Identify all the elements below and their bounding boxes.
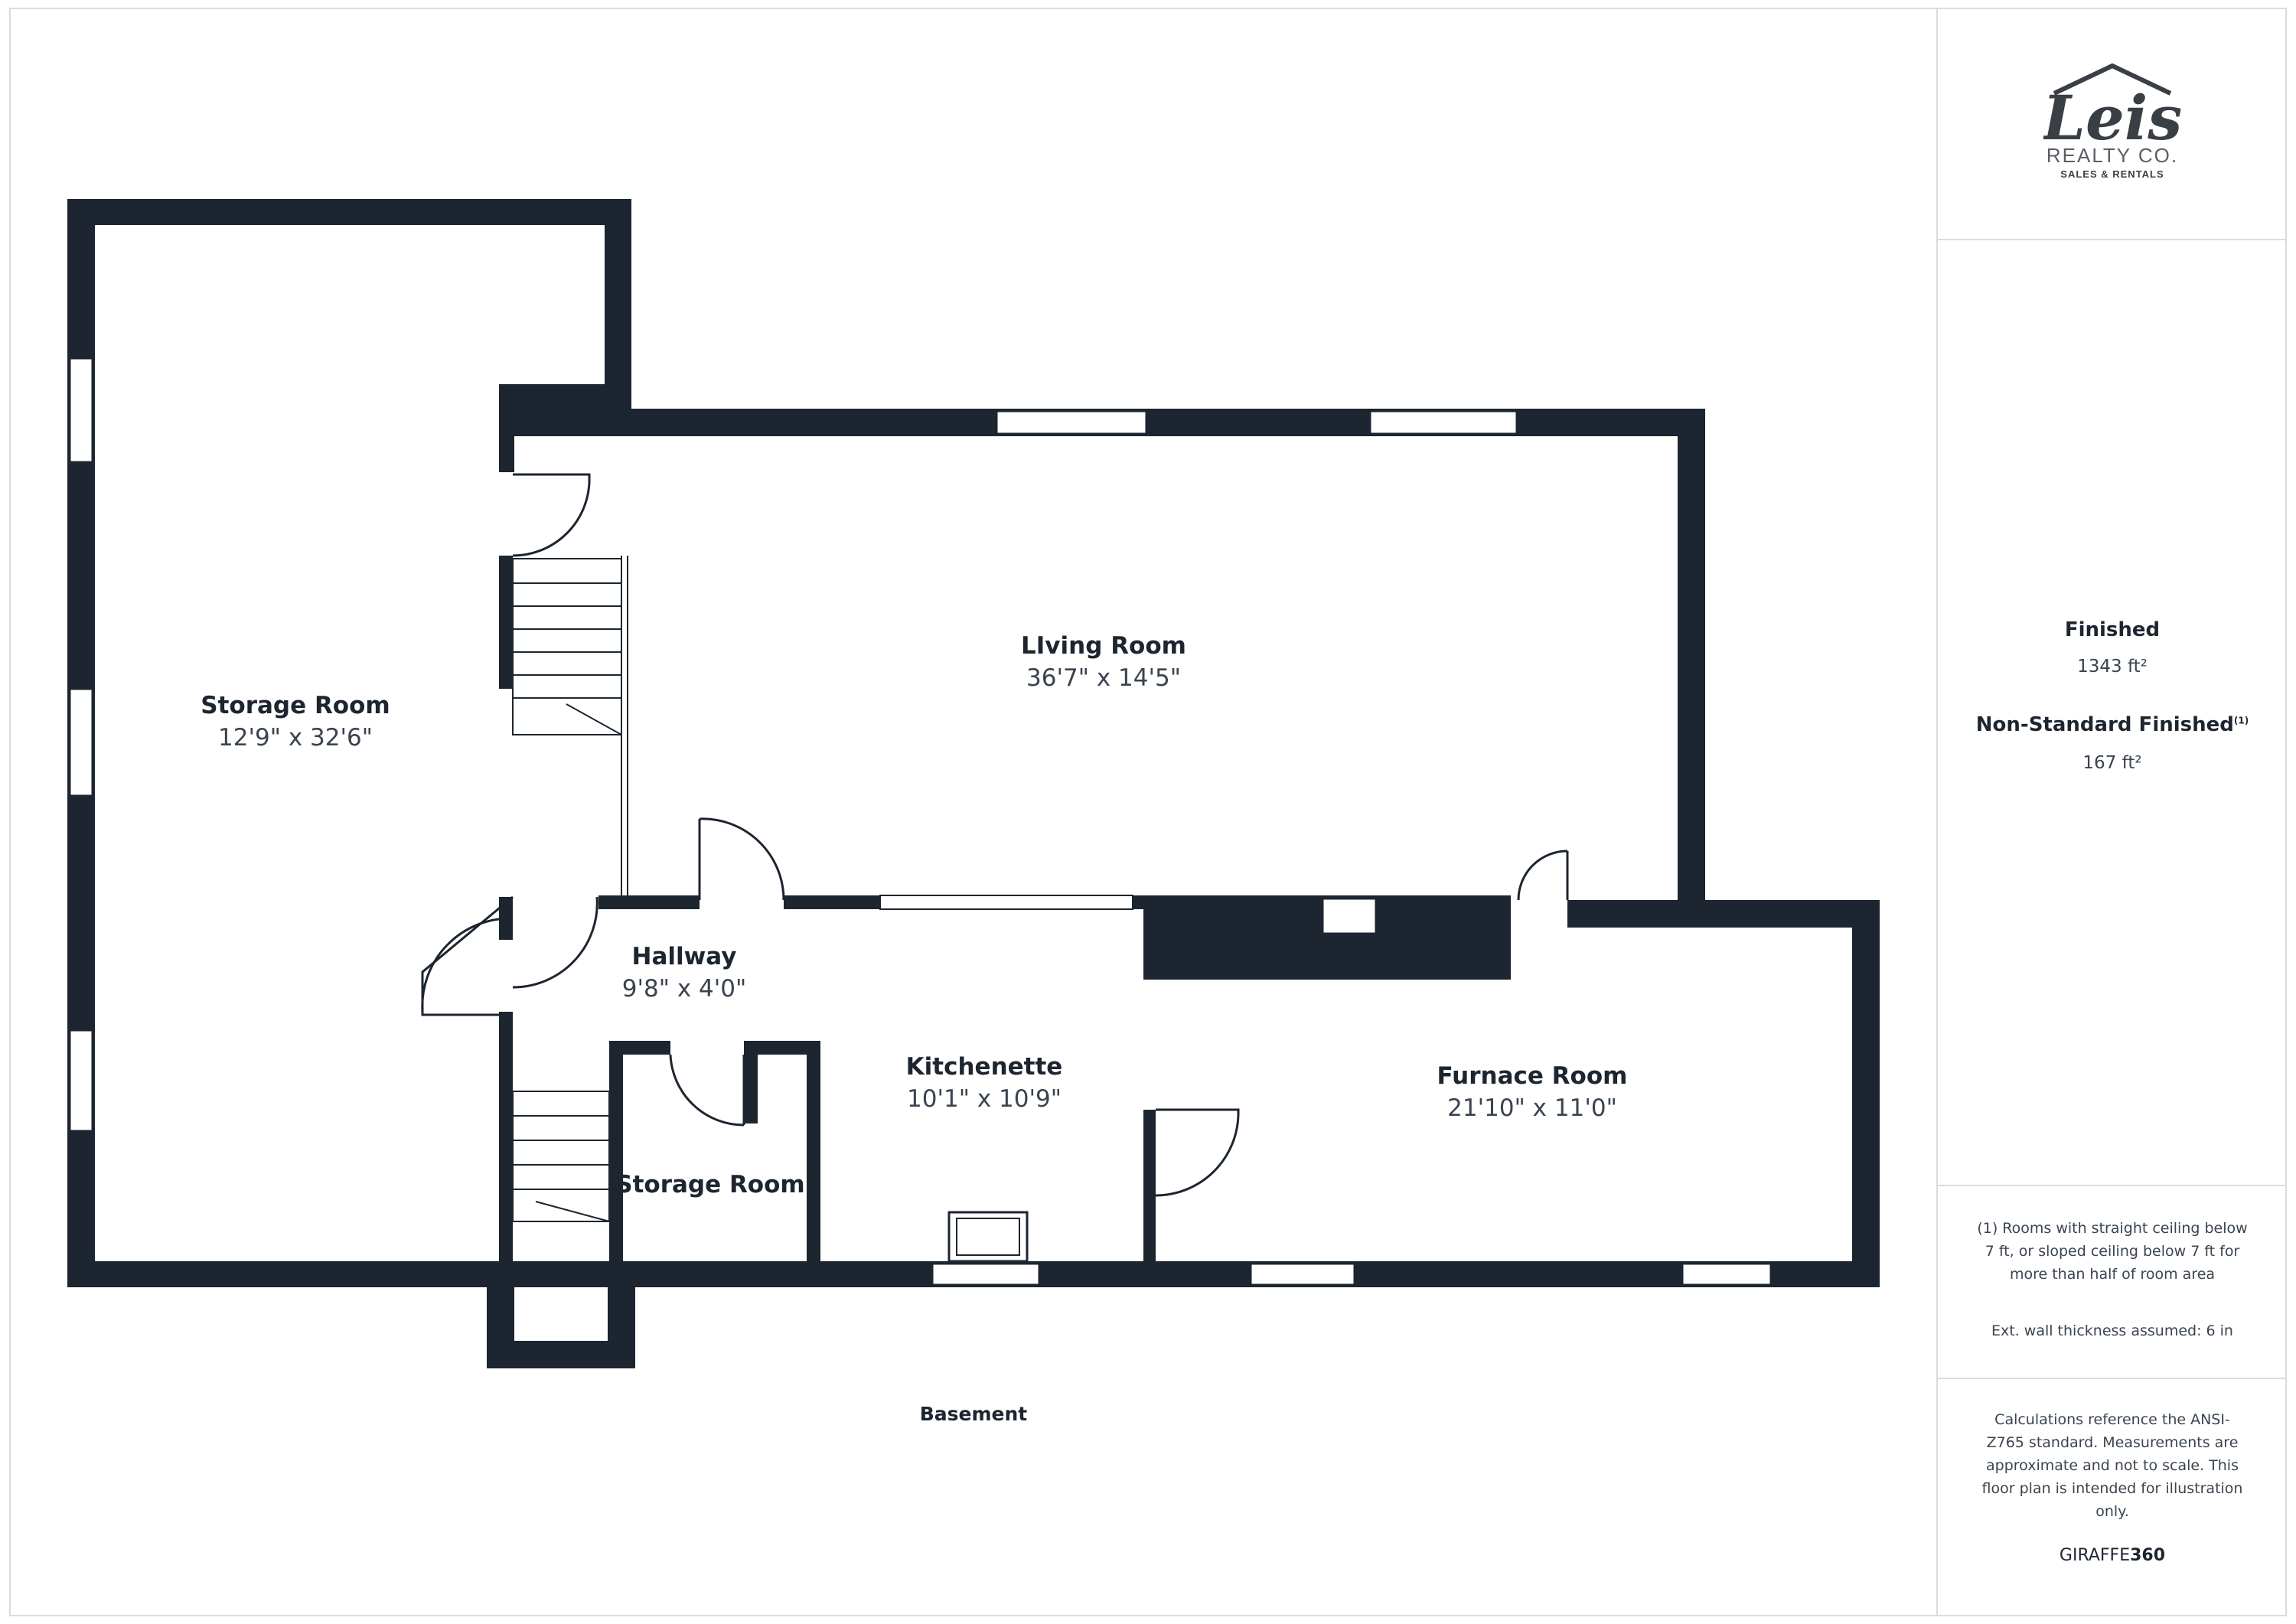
sidebar-divider bbox=[1936, 8, 1938, 1616]
brand-light: GIRAFFE bbox=[2059, 1546, 2131, 1565]
room-name: Furnace Room bbox=[1437, 1062, 1628, 1090]
floor-plan: Storage Room 12'9" x 32'6" LIving Room 3… bbox=[67, 199, 1880, 1425]
page-frame bbox=[9, 8, 2287, 1616]
room-dimensions: 10'1" x 10'9" bbox=[907, 1085, 1062, 1113]
room-dimensions: 9'8" x 4'0" bbox=[622, 975, 747, 1003]
room-dimensions: 36'7" x 14'5" bbox=[1026, 664, 1181, 692]
room-name: LIving Room bbox=[1021, 632, 1186, 660]
roof-icon bbox=[2053, 63, 2172, 96]
wall-thickness-note: Ext. wall thickness assumed: 6 in bbox=[1991, 1322, 2233, 1339]
brand-mark: GIRAFFE360 bbox=[1938, 1546, 2287, 1565]
room-name: Storage Room bbox=[201, 692, 390, 719]
finished-label: Finished bbox=[2064, 618, 2161, 641]
nonstandard-value: 167 ft² bbox=[2082, 753, 2142, 773]
room-name: Storage Room bbox=[615, 1171, 804, 1198]
walls bbox=[67, 199, 1880, 1368]
logo-subtitle: REALTY CO. bbox=[2047, 144, 2178, 167]
finished-value: 1343 ft² bbox=[2077, 657, 2148, 677]
nonstandard-finished: Non-Standard Finished(1) bbox=[1938, 713, 2287, 736]
fixtures bbox=[947, 1211, 1029, 1263]
windows bbox=[68, 357, 1773, 1286]
sidebar-separator bbox=[1938, 1185, 2287, 1186]
sidebar-separator bbox=[1938, 239, 2287, 240]
room-name: Hallway bbox=[632, 943, 737, 970]
stairs bbox=[512, 556, 628, 1222]
brand-bold: 360 bbox=[2130, 1546, 2166, 1565]
disclaimer: Calculations reference the ANSI-Z765 sta… bbox=[1981, 1411, 2243, 1520]
footnote: (1) Rooms with straight ceiling below 7 … bbox=[1977, 1220, 2248, 1283]
floor-label: Basement bbox=[920, 1403, 1028, 1425]
nonstandard-label: Non-Standard Finished bbox=[1975, 713, 2234, 736]
room-dimensions: 21'10" x 11'0" bbox=[1447, 1094, 1617, 1122]
logo-tagline: SALES & RENTALS bbox=[2060, 168, 2164, 180]
logo-script: Leis bbox=[2043, 82, 2181, 154]
room-name: Kitchenette bbox=[906, 1053, 1063, 1081]
footnote-marker: (1) bbox=[2233, 715, 2249, 726]
sidebar-separator bbox=[1938, 1378, 2287, 1379]
doors bbox=[421, 473, 1569, 1197]
room-dimensions: 12'9" x 32'6" bbox=[218, 724, 373, 752]
realty-logo: Leis REALTY CO. SALES & RENTALS bbox=[2043, 63, 2181, 180]
